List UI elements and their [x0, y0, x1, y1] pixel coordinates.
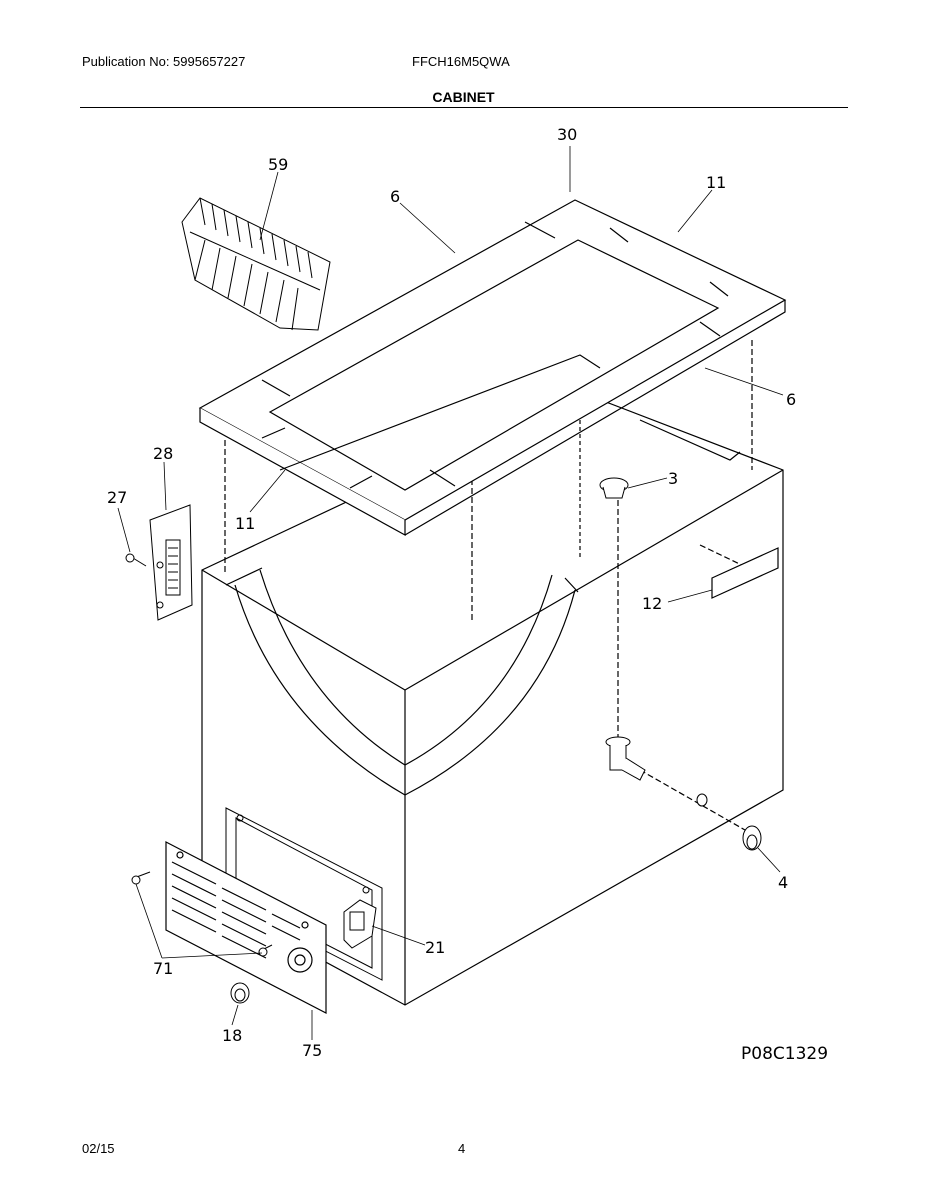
- figure-code: P08C1329: [741, 1044, 828, 1064]
- section-title: CABINET: [432, 89, 495, 105]
- callout-75: 75: [302, 1041, 322, 1060]
- drain-plug: [599, 477, 629, 499]
- label-plate: [711, 547, 779, 599]
- footer-date: 02/15: [82, 1141, 115, 1156]
- hinge: [149, 504, 193, 621]
- callout-21: 21: [425, 938, 445, 957]
- machine-compartment: [225, 807, 383, 981]
- page-number: 4: [458, 1141, 466, 1156]
- callout-71: 71: [153, 959, 173, 978]
- callout-4: 4: [778, 873, 788, 892]
- drain-cap: [742, 825, 762, 851]
- model-number: FFCH16M5QWA: [412, 54, 510, 69]
- callout-59: 59: [268, 155, 288, 174]
- grille-screws: [131, 871, 273, 957]
- callout-3: 3: [668, 469, 678, 488]
- callout-18: 18: [222, 1026, 242, 1045]
- relay: [343, 899, 377, 949]
- drain-fitting: [605, 736, 708, 807]
- callout-11-top: 11: [706, 173, 726, 192]
- publication-number: Publication No: 5995657227: [82, 54, 246, 69]
- header-rule: [80, 107, 848, 108]
- callout-30: 30: [557, 125, 577, 144]
- callout-6-right: 6: [786, 390, 796, 409]
- basket: [181, 197, 331, 331]
- callout-28: 28: [153, 444, 173, 463]
- grille-plug: [230, 982, 250, 1004]
- grille: [165, 841, 327, 1014]
- breaker-strip-frame: [198, 199, 787, 537]
- hinge-screw: [125, 553, 147, 567]
- callout-12: 12: [642, 594, 662, 613]
- callout-6-top: 6: [390, 187, 400, 206]
- leader-lines: [117, 146, 784, 1040]
- callout-27: 27: [107, 488, 127, 507]
- callout-11-left: 11: [235, 514, 255, 533]
- cabinet-body: [201, 340, 784, 1006]
